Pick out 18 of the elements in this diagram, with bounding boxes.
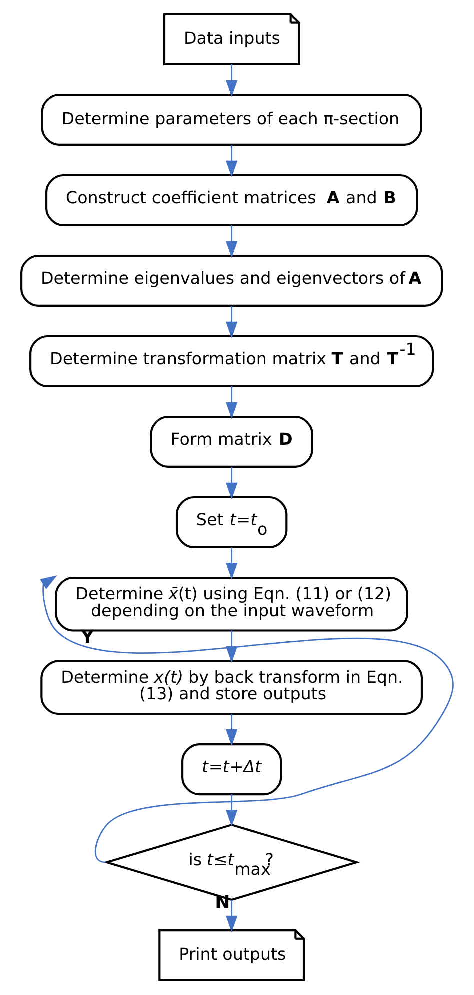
node-box: Construct coefficient matrices A and B (45, 174, 418, 226)
arrow (226, 548, 238, 580)
arrow (226, 306, 238, 339)
node-box: Determine x(t) by back transform in Eqn. (13) and store outputs (40, 660, 423, 716)
node-box: Determine x̄(t) using Eqn. (11) or (12) depending on the input waveform (54, 576, 408, 632)
arrow (40, 575, 454, 864)
arrow (226, 794, 238, 827)
arrow (226, 900, 238, 932)
node-box: Form matrix D (150, 416, 313, 468)
node-box: Determine eigenvalues and eigenvectors of A (20, 254, 443, 307)
arrow (226, 714, 238, 746)
arrow (226, 467, 238, 500)
arrow (226, 64, 238, 98)
arrow (226, 226, 238, 258)
node-box: Determine parameters of each π-section (40, 94, 422, 146)
node-box: t=t+Δt (181, 744, 282, 796)
arrow (226, 386, 238, 420)
arrow (226, 145, 238, 178)
